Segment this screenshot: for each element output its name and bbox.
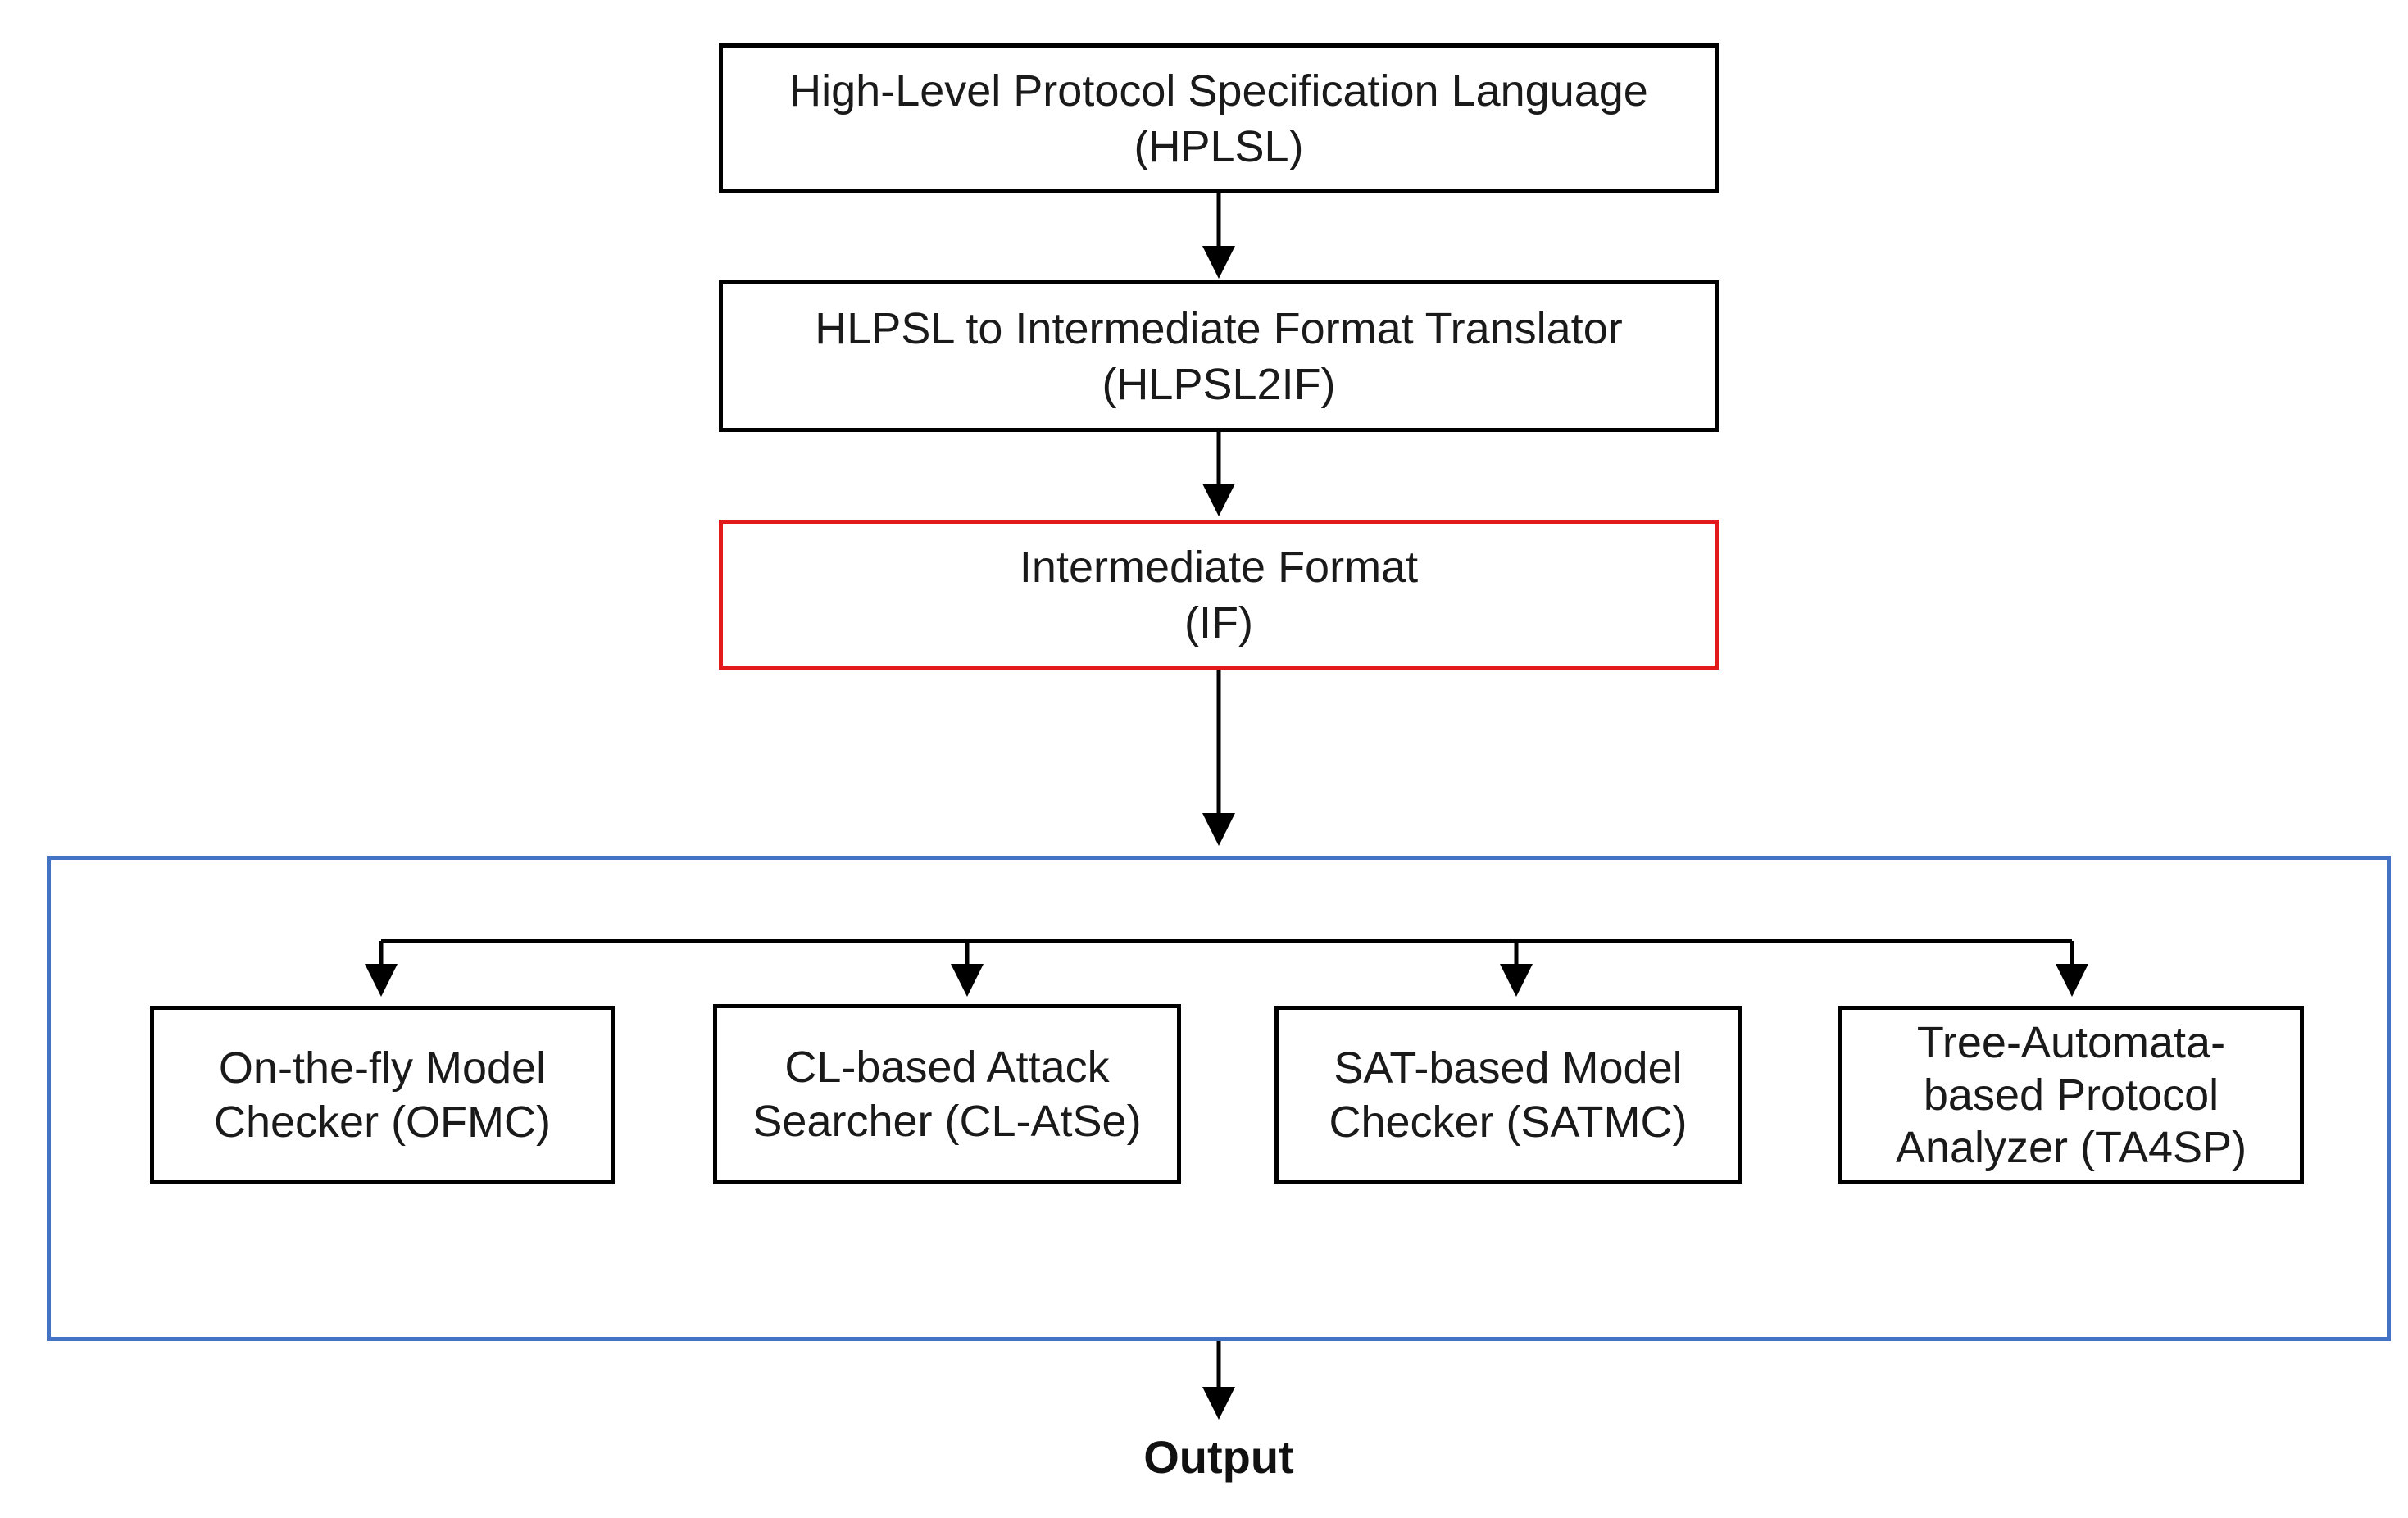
backend-ta4sp-line2: based Protocol (1923, 1070, 2219, 1120)
hlpsl-title: High-Level Protocol Specification Langua… (789, 66, 1648, 116)
backend-ofmc-box: On-the-fly Model Checker (OFMC) (150, 1006, 615, 1184)
intermediate-format-title: Intermediate Format (1019, 542, 1419, 592)
translator-abbrev: (HLPSL2IF) (1102, 359, 1336, 409)
backend-clatse-box: CL-based Attack Searcher (CL-AtSe) (713, 1004, 1181, 1184)
backend-satmc-line1: SAT-based Model (1333, 1043, 1683, 1093)
backend-ofmc-line1: On-the-fly Model (218, 1043, 547, 1093)
intermediate-format-box: Intermediate Format (IF) (719, 520, 1719, 670)
backend-ta4sp-line3: Analyzer (TA4SP) (1895, 1123, 2247, 1172)
backend-clatse-line2: Searcher (CL-AtSe) (752, 1097, 1142, 1146)
hlpsl-box: High-Level Protocol Specification Langua… (719, 43, 1719, 193)
translator-box: HLPSL to Intermediate Format Translator … (719, 280, 1719, 432)
translator-title: HLPSL to Intermediate Format Translator (815, 303, 1623, 353)
backend-ta4sp-box: Tree-Automata- based Protocol Analyzer (… (1838, 1006, 2304, 1184)
backend-ta4sp-line1: Tree-Automata- (1916, 1018, 2226, 1067)
backends-frame (47, 856, 2391, 1341)
hlpsl-abbrev: (HPLSL) (1134, 121, 1304, 171)
intermediate-format-abbrev: (IF) (1184, 598, 1253, 648)
backend-satmc-line2: Checker (SATMC) (1329, 1098, 1688, 1147)
backend-ofmc-line2: Checker (OFMC) (213, 1098, 551, 1147)
backend-clatse-line1: CL-based Attack (784, 1043, 1110, 1092)
output-label: Output (1143, 1431, 1294, 1483)
backend-satmc-box: SAT-based Model Checker (SATMC) (1274, 1006, 1742, 1184)
